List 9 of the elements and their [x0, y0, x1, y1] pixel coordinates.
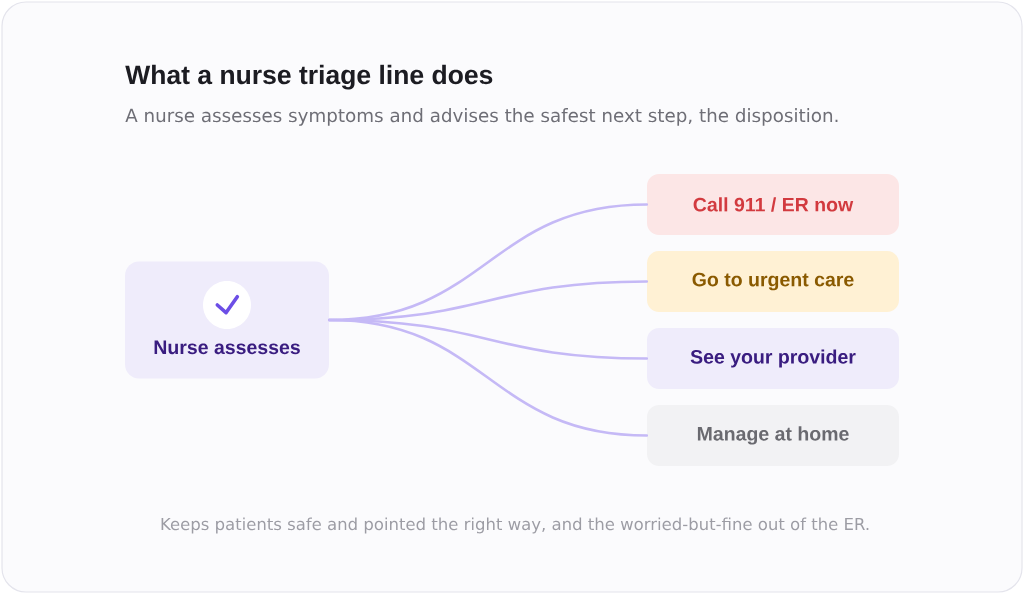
result-box: Manage at home	[647, 405, 899, 466]
title: What a nurse triage line does	[125, 64, 493, 90]
result-box: Call 911 / ER now	[647, 174, 899, 235]
subtitle: A nurse assesses symptoms and advises the safest next step, the disposition.	[125, 108, 838, 126]
connector-line	[327, 318, 649, 437]
result-box: Go to urgent care	[647, 251, 899, 312]
process-box: Nurse assesses	[125, 261, 329, 379]
caption: Keeps patients safe and pointed the right way, and the worried-but-fine out of the ER.	[161, 517, 869, 534]
result-box: See your provider	[647, 328, 899, 389]
